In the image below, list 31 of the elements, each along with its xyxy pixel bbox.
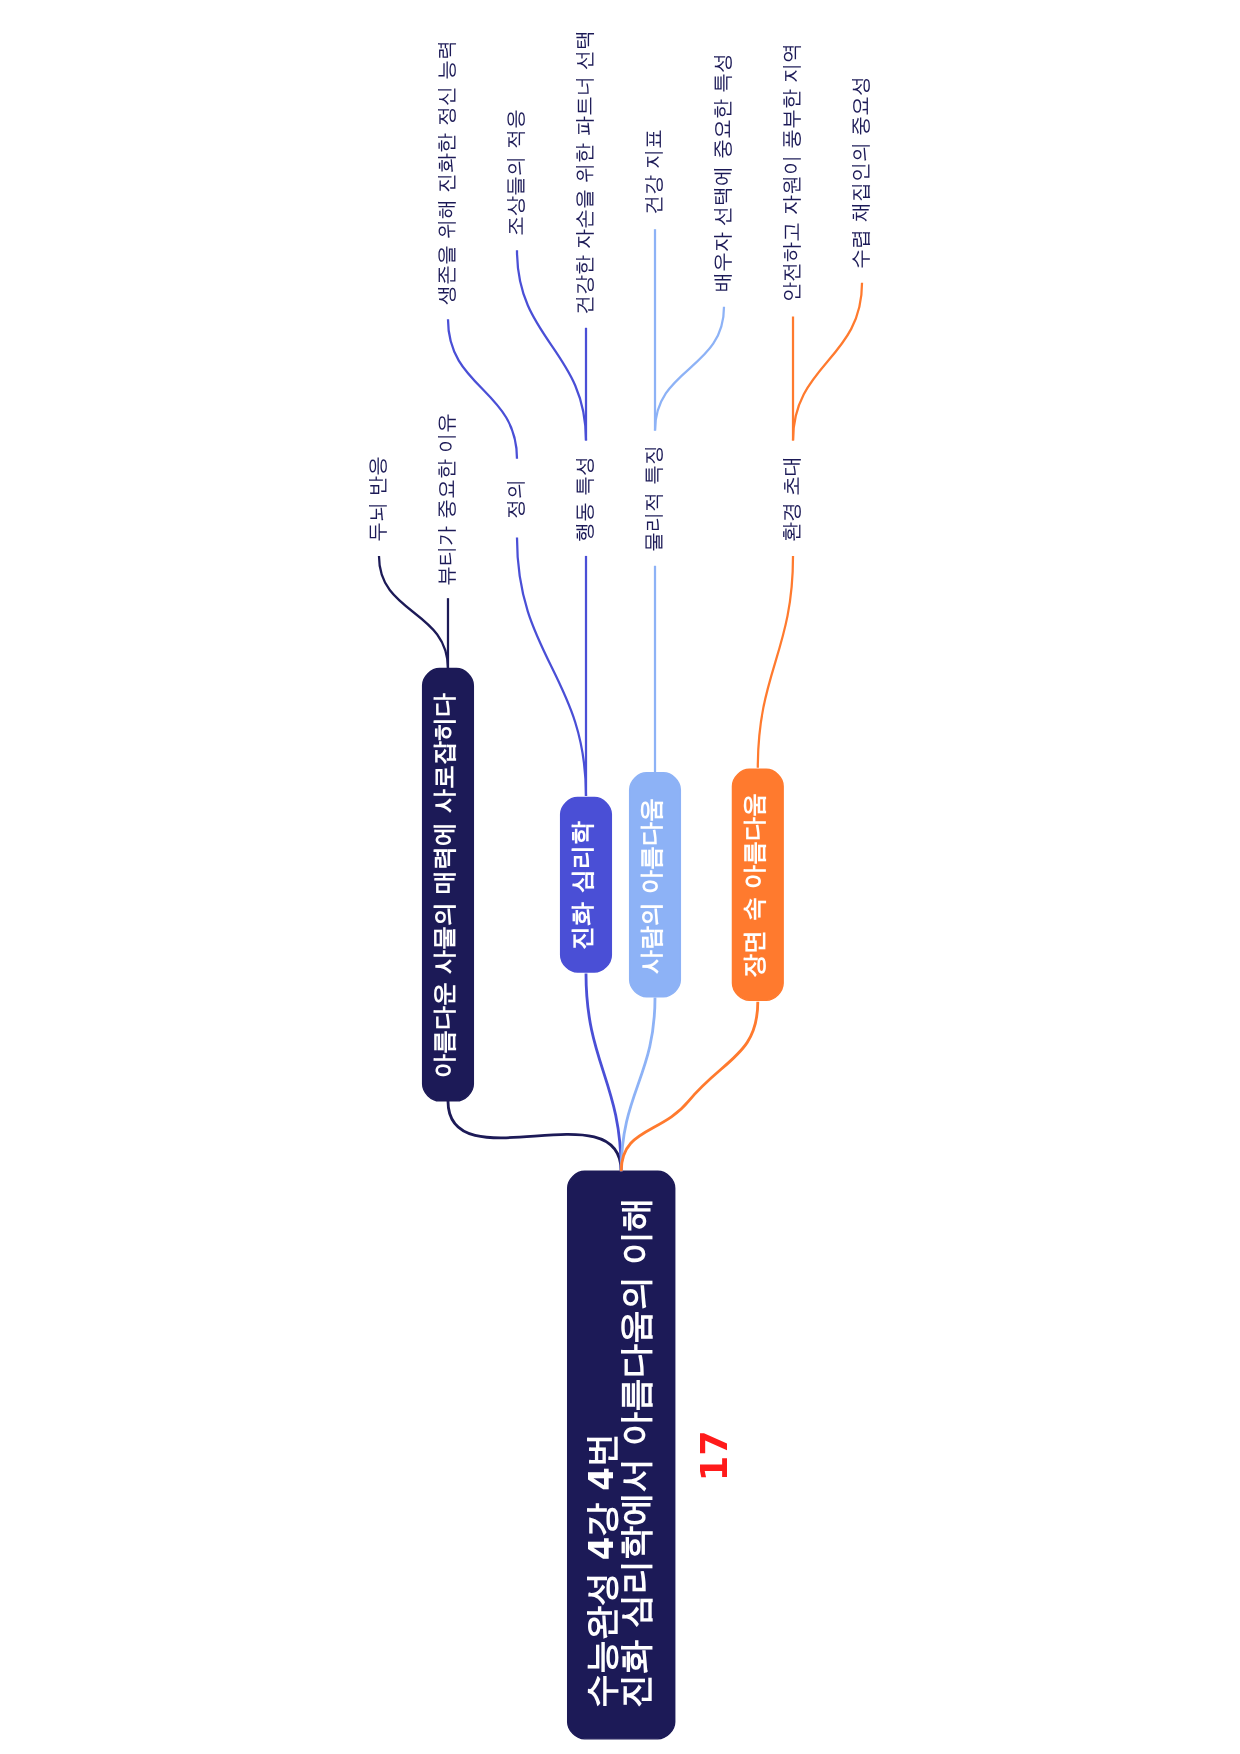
node-box: 사람의 아름다움 xyxy=(628,772,681,998)
node-text: 배우자 선택에 중요한 특성 xyxy=(710,53,734,292)
connector xyxy=(584,555,587,796)
connector xyxy=(446,598,449,669)
connector xyxy=(515,250,587,441)
connector xyxy=(653,565,656,773)
node-text: 뷰티가 중요한 이유 xyxy=(434,412,458,586)
connector xyxy=(584,327,587,441)
node-text: 건강한 자손을 위한 파트너 선택 xyxy=(572,30,596,316)
label: 17 xyxy=(692,1430,736,1482)
node-text: 생존을 위해 진화한 정신 능력 xyxy=(434,40,458,306)
node-text: 행동 특성 xyxy=(572,455,596,542)
connector xyxy=(619,1001,759,1172)
node-text: 물리적 특징 xyxy=(641,445,665,552)
connector xyxy=(446,319,518,459)
connector xyxy=(756,555,794,768)
node-text: 수렵 채집인의 중요성 xyxy=(848,76,872,269)
node-text: 정의 xyxy=(503,478,527,519)
node-text: 안전하고 자원이 풍부한 지역 xyxy=(779,42,803,302)
connector xyxy=(653,306,725,431)
node-text: 건강 지표 xyxy=(641,128,665,216)
node-box: 장면 속 아름다움 xyxy=(731,768,784,1001)
node-box: 진화 심리학 xyxy=(559,796,612,973)
connector xyxy=(515,537,587,797)
node-box: 아름다운 사물의 매력에 사로잡히다 xyxy=(421,667,474,1102)
connector xyxy=(791,282,863,441)
connector xyxy=(377,555,449,669)
node-text: 두뇌 반응 xyxy=(365,455,389,542)
node-text: 환경 초대 xyxy=(779,455,803,542)
node-box: 수능완성 4강 4번 진화 심리학에서 아름다움의 이해 xyxy=(566,1170,675,1740)
node-text: 조상들의 적응 xyxy=(503,109,527,236)
